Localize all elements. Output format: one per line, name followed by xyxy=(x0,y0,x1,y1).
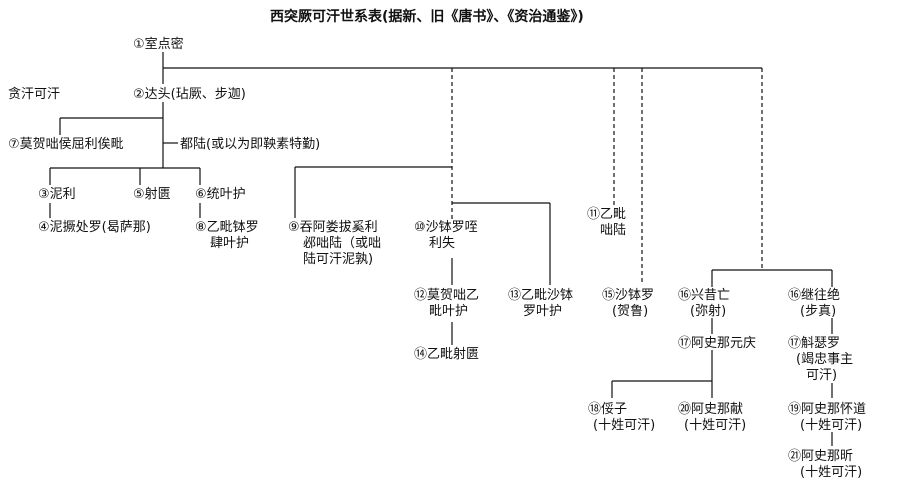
node-yipiboluo-1: ⑧乙毗钵罗 xyxy=(195,220,259,235)
node-tuizi-1: ⑱俀子 xyxy=(588,402,628,417)
node-yipiduolu-1: ⑪乙毗 xyxy=(587,207,627,222)
node-mohechuo-yipi-2: 毗叶护 xyxy=(429,304,469,319)
node-tuna-2: 邲咄陆（或咄 xyxy=(303,236,382,251)
node-xin-1: ㉑阿史那昕 xyxy=(788,449,854,464)
node-shaboluo-1: ⑮沙钵罗 xyxy=(602,288,655,303)
node-xin-2: (十姓可汗) xyxy=(800,465,863,480)
node-tuna-1: ⑨吞阿娄拔奚利 xyxy=(288,220,378,235)
node-husheluo-2: (竭忠事主 xyxy=(796,352,854,367)
node-yipishabo-2: 罗叶护 xyxy=(523,304,563,319)
node-shegui: ⑤射匮 xyxy=(133,187,171,202)
node-xian-1: ⑳阿史那献 xyxy=(678,402,744,417)
node-husheluo-1: ⑰斛瑟罗 xyxy=(788,336,841,351)
node-datou: ②达头(玷厥、步迦) xyxy=(133,87,246,102)
node-yipiduolu-2: 咄陆 xyxy=(600,223,627,238)
node-huaidao-2: (十姓可汗) xyxy=(800,418,863,433)
node-yipiboluo-2: 肆叶护 xyxy=(210,236,250,251)
chart-title: 西突厥可汗世系表(据新、旧《唐书》、《资治通鉴》) xyxy=(270,9,584,25)
node-tongyehu: ⑥统叶护 xyxy=(195,187,246,202)
node-yuanqing: ⑰阿史那元庆 xyxy=(678,336,757,351)
node-huaidao-1: ⑲阿史那怀道 xyxy=(788,402,867,417)
node-nijuechuluo: ④泥撅处罗(曷萨那) xyxy=(38,220,151,235)
node-yipishegui: ⑭乙毗射匮 xyxy=(414,347,480,362)
node-xingxiwang-2: (弥射) xyxy=(690,304,727,319)
node-xingxiwang-1: ⑯兴昔亡 xyxy=(678,288,731,303)
node-xian-2: (十姓可汗) xyxy=(684,418,747,433)
node-tuna-3: 陆可汗泥孰) xyxy=(303,252,374,267)
node-mohechuo-yipi-1: ⑫莫贺咄乙 xyxy=(414,288,480,303)
node-jiwangjue-1: ⑯继往绝 xyxy=(788,288,841,303)
node-mohechuo: ⑦莫贺咄侯屈利俟毗 xyxy=(8,137,124,152)
node-dulu: 都陆(或以为即鞅素特勤) xyxy=(180,137,321,152)
node-husheluo-3: 可汗) xyxy=(806,368,838,383)
node-nili: ③泥利 xyxy=(38,187,76,202)
node-yipishabo-1: ⑬乙毗沙钵 xyxy=(508,288,574,303)
node-shaboluo-2: (贺鲁) xyxy=(612,304,649,319)
node-jiwangjue-2: (步真) xyxy=(800,304,837,319)
node-shidianmi: ①室点密 xyxy=(133,37,184,52)
node-dielishi-1: ⑩沙钵罗咥 xyxy=(414,220,478,235)
node-tanhan: 贪汗可汗 xyxy=(8,87,61,102)
node-dielishi-2: 利失 xyxy=(429,236,456,251)
node-tuizi-2: (十姓可汗) xyxy=(593,418,656,433)
